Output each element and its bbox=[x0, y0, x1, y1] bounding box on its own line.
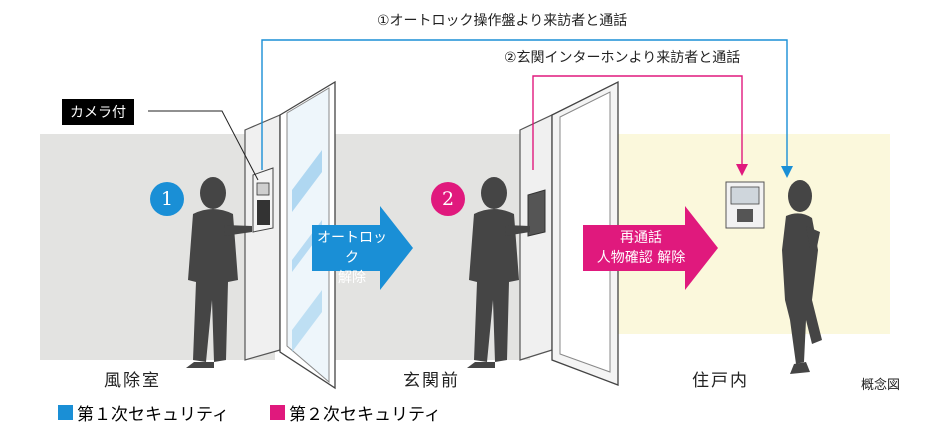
legend-secondary-swatch bbox=[270, 405, 285, 420]
visitor-silhouette-2 bbox=[467, 177, 530, 368]
autolock-unlock-line1: オートロック bbox=[317, 230, 387, 266]
monitor-buttons bbox=[737, 209, 753, 222]
step-badge-2: 2 bbox=[431, 182, 465, 216]
legend-secondary-label: 第２次セキュリティ bbox=[289, 405, 441, 425]
room-label-windbreak: 風除室 bbox=[104, 371, 161, 391]
monitor-screen bbox=[730, 186, 760, 205]
legend-secondary: 第２次セキュリティ bbox=[270, 400, 441, 425]
recall-unlock-line2: 人物確認 解除 bbox=[596, 250, 686, 266]
autolock-call-line bbox=[261, 39, 788, 170]
legend-primary-swatch bbox=[58, 405, 73, 420]
visitor-silhouette-1 bbox=[186, 177, 252, 368]
step-badge-1: 1 bbox=[150, 182, 184, 216]
recall-unlock-text: 再通話 人物確認 解除 bbox=[586, 228, 696, 268]
recall-unlock-line1: 再通話 bbox=[620, 230, 662, 246]
autolock-unlock-arrow bbox=[312, 206, 413, 290]
entrance-pillar bbox=[519, 114, 553, 361]
autolock-unlock-text: オートロック 解除 bbox=[312, 228, 392, 288]
recall-unlock-arrow bbox=[583, 206, 718, 290]
autolock-call-arrowhead bbox=[781, 166, 793, 178]
room-label-residence: 住戸内 bbox=[692, 371, 749, 391]
windbreak-wall bbox=[40, 134, 275, 360]
keypad-icon bbox=[257, 200, 270, 225]
room-label-entrance: 玄関前 bbox=[403, 371, 460, 391]
glass-reflection bbox=[292, 150, 322, 212]
resident-silhouette bbox=[782, 180, 822, 374]
legend-primary-label: 第１次セキュリティ bbox=[77, 405, 229, 425]
legend-primary: 第１次セキュリティ bbox=[58, 400, 229, 425]
concept-note: 概念図 bbox=[861, 378, 901, 393]
intercom-call-line bbox=[532, 75, 743, 170]
autolock-call-label: ①オートロック操作盤より来訪者と通話 bbox=[377, 13, 628, 29]
camera-icon bbox=[256, 182, 270, 196]
intercom-call-arrowhead bbox=[736, 164, 748, 176]
autolock-unlock-line2: 解除 bbox=[338, 270, 366, 286]
intercom-call-label: ②玄関インターホンより来訪者と通話 bbox=[504, 50, 741, 66]
intercom-panel bbox=[527, 189, 546, 237]
camera-tag: カメラ付 bbox=[62, 99, 134, 125]
glass-reflection bbox=[292, 290, 322, 352]
